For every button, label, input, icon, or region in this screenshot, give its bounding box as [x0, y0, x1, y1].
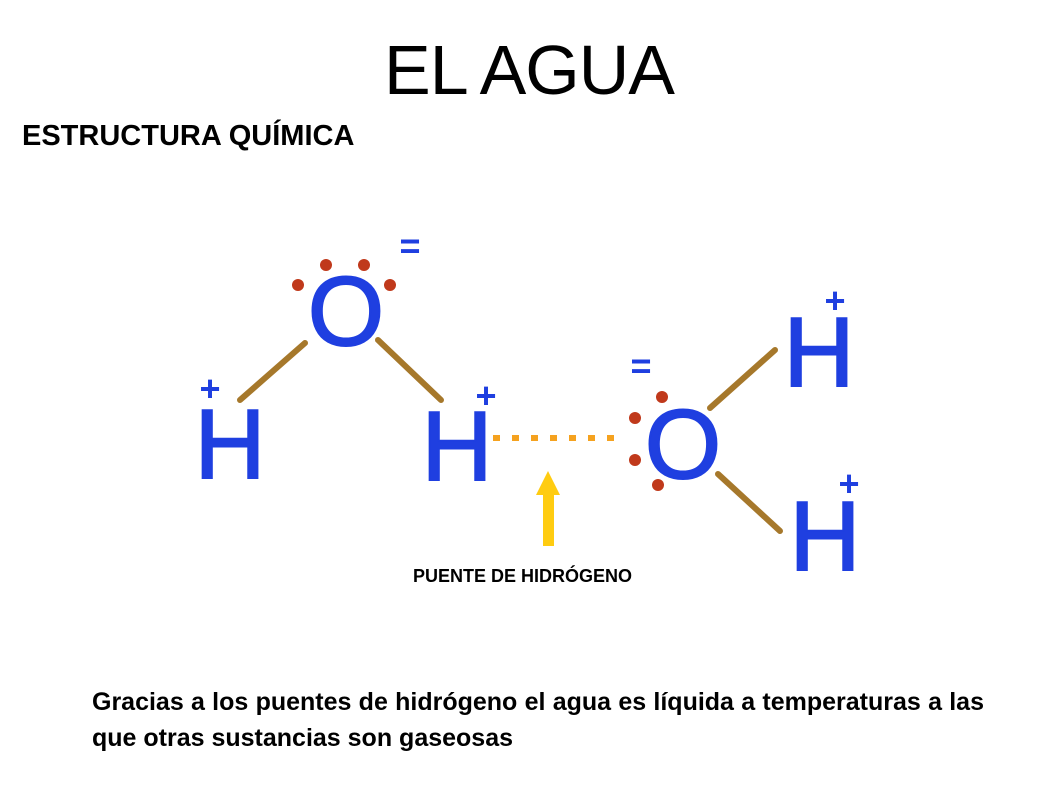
- page-title: EL AGUA: [384, 31, 675, 109]
- hydrogen-bond-arrow-icon: [536, 471, 560, 546]
- lone-pair-dot: [292, 279, 304, 291]
- lone-pair-dot: [320, 259, 332, 271]
- lone-pair-dot: [358, 259, 370, 271]
- charge-hydrogen-3: +: [824, 280, 845, 321]
- section-subtitle: ESTRUCTURA QUÍMICA: [22, 120, 355, 152]
- lone-pairs-o2: [629, 391, 668, 491]
- charge-hydrogen-2: +: [475, 375, 496, 416]
- lone-pairs-o1: [292, 259, 396, 291]
- bond-o1-h1: [237, 340, 308, 403]
- lone-pair-dot: [384, 279, 396, 291]
- charge-hydrogen-1: +: [199, 368, 220, 409]
- atom-oxygen-2: O: [645, 389, 721, 499]
- atom-oxygen-1: O: [308, 256, 384, 366]
- lone-pair-dot: [629, 412, 641, 424]
- hydrogen-bond-label: PUENTE DE HIDRÓGENO: [413, 566, 633, 586]
- lone-pair-dot: [652, 479, 664, 491]
- caption-text: Gracias a los puentes de hidrógeno el ag…: [92, 688, 984, 752]
- lone-pair-dot: [629, 454, 641, 466]
- charge-oxygen-1: =: [399, 225, 420, 266]
- bond-o1-h2: [375, 337, 444, 403]
- lone-pair-dot: [656, 391, 668, 403]
- atom-hydrogen-4: H: [790, 481, 861, 591]
- atom-hydrogen-2: H: [422, 391, 493, 501]
- charge-hydrogen-4: +: [838, 463, 859, 504]
- charge-oxygen-2: =: [630, 345, 651, 386]
- atom-hydrogen-3: H: [784, 297, 855, 407]
- atom-hydrogen-1: H: [195, 389, 266, 499]
- bond-o2-h3: [707, 347, 778, 411]
- bond-o2-h4: [715, 471, 783, 534]
